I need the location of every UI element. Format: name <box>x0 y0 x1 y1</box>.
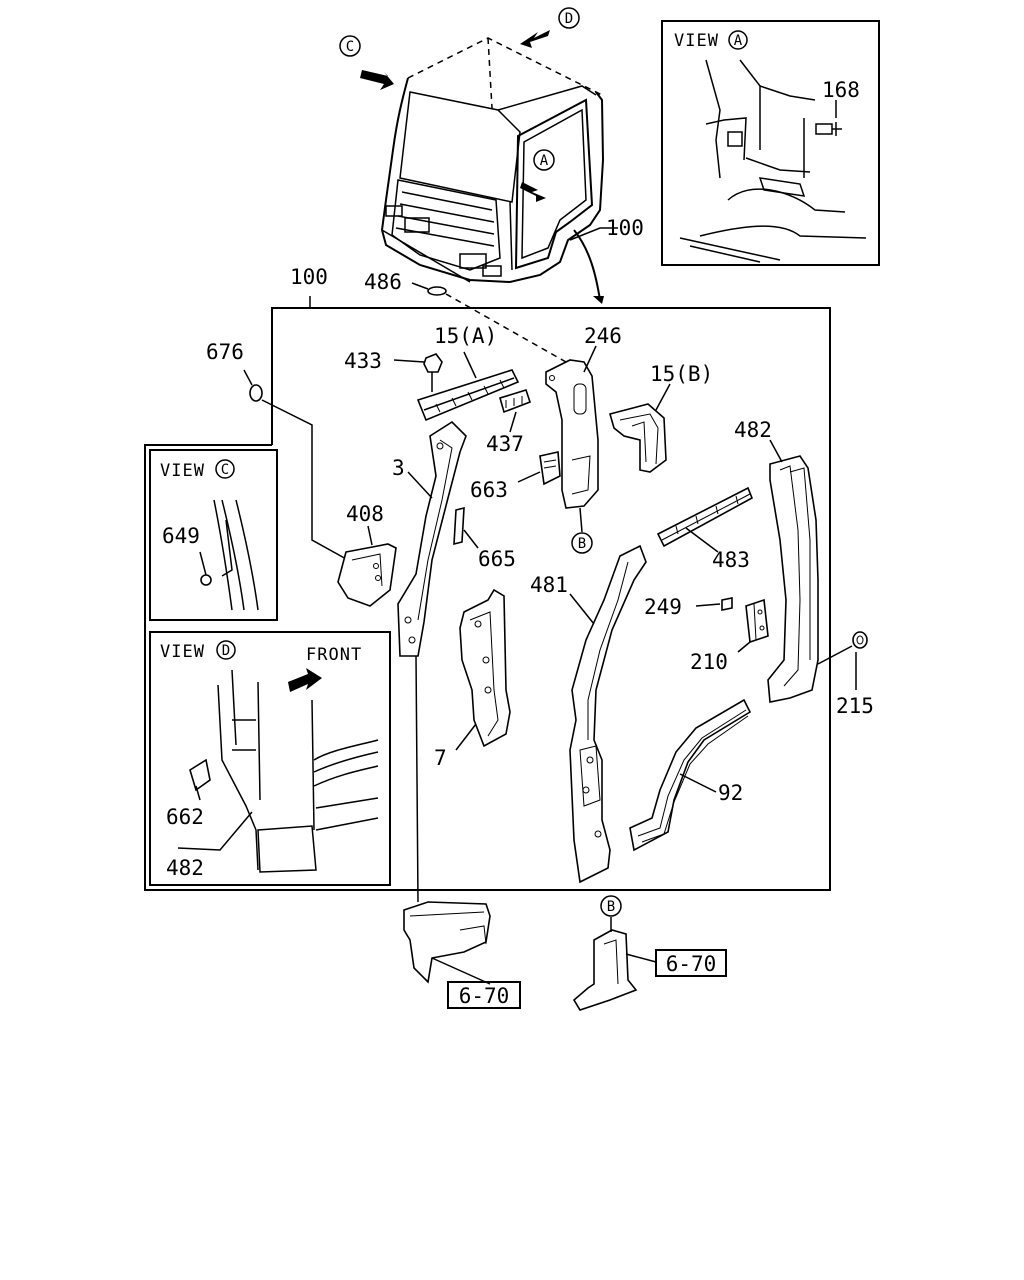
part-label-481: 481 <box>530 573 568 597</box>
part-label-665: 665 <box>478 547 516 571</box>
cab-illustration <box>360 30 618 304</box>
part-92: 92 <box>629 698 752 852</box>
part-label-15b: 15(B) <box>650 362 713 386</box>
part-482: 482 <box>734 418 819 703</box>
part-483: 483 <box>656 486 754 572</box>
part-3: 3 <box>392 420 467 903</box>
part-label-3: 3 <box>392 456 405 480</box>
part-7: 7 <box>434 588 511 770</box>
part-676: 676 <box>206 340 349 561</box>
part-label-408: 408 <box>346 502 384 526</box>
callout-b-upper: B <box>571 532 593 554</box>
view-a-inset: VIEW A 168 <box>661 20 880 266</box>
callout-c: C <box>339 35 361 57</box>
view-c-callout: C <box>221 462 229 478</box>
callout-d-letter: D <box>565 11 573 27</box>
main-parts-frame <box>144 296 831 891</box>
part-label-663: 663 <box>470 478 508 502</box>
part-15a: 15(A) <box>416 324 520 422</box>
part-433: 433 <box>344 349 443 392</box>
part-label-210: 210 <box>690 650 728 674</box>
part-label-649: 649 <box>162 524 200 548</box>
part-label-486: 486 <box>364 270 402 294</box>
part-481: 481 <box>530 544 647 884</box>
ref-left-label: 6-70 <box>459 984 510 1008</box>
callout-b-upper-letter: B <box>578 536 586 552</box>
part-215: 215 <box>817 631 874 718</box>
view-a-title: VIEW <box>674 31 719 51</box>
part-label-246: 246 <box>584 324 622 348</box>
part-408: 408 <box>337 502 397 607</box>
part-label-483: 483 <box>712 548 750 572</box>
part-label-92: 92 <box>718 781 743 805</box>
callout-d: D <box>558 7 580 29</box>
view-c-inset: VIEW C 649 <box>149 449 278 621</box>
part-label-15a: 15(A) <box>434 324 497 348</box>
part-label-437: 437 <box>486 432 524 456</box>
view-d-inset: VIEW D FRONT 662 482 <box>149 631 391 886</box>
view-c-title: VIEW <box>160 461 205 481</box>
part-486: 486 <box>364 270 567 363</box>
ref-right-assembly: B 6-70 <box>572 895 727 1011</box>
callout-c-letter: C <box>346 39 354 55</box>
part-label-7: 7 <box>434 746 447 770</box>
part-210: 210 <box>690 598 769 674</box>
part-label-482: 482 <box>734 418 772 442</box>
part-665: 665 <box>453 506 516 571</box>
callout-b-lower-letter: B <box>607 899 615 915</box>
part-249: 249 <box>644 595 733 619</box>
ref-left-assembly: 6-70 <box>403 901 521 1009</box>
view-d-title: VIEW <box>160 642 205 662</box>
part-437: 437 <box>486 389 532 456</box>
callout-a: A <box>533 149 555 171</box>
view-d-front-label: FRONT <box>306 645 362 665</box>
part-label-482-view-d: 482 <box>166 856 204 880</box>
callout-a-letter: A <box>540 153 549 169</box>
ref-right-label: 6-70 <box>666 952 717 976</box>
part-663: 663 <box>470 451 561 502</box>
view-a-callout: A <box>734 33 743 49</box>
part-label-215: 215 <box>836 694 874 718</box>
part-label-676: 676 <box>206 340 244 364</box>
part-label-100-cab: 100 <box>606 216 644 240</box>
part-label-662: 662 <box>166 805 204 829</box>
part-15b: 15(B) <box>609 362 713 473</box>
part-246: 246 <box>545 324 622 533</box>
part-label-249: 249 <box>644 595 682 619</box>
part-label-168: 168 <box>822 78 860 102</box>
part-label-433: 433 <box>344 349 382 373</box>
view-d-callout: D <box>222 643 230 659</box>
part-label-100-box: 100 <box>290 265 328 289</box>
